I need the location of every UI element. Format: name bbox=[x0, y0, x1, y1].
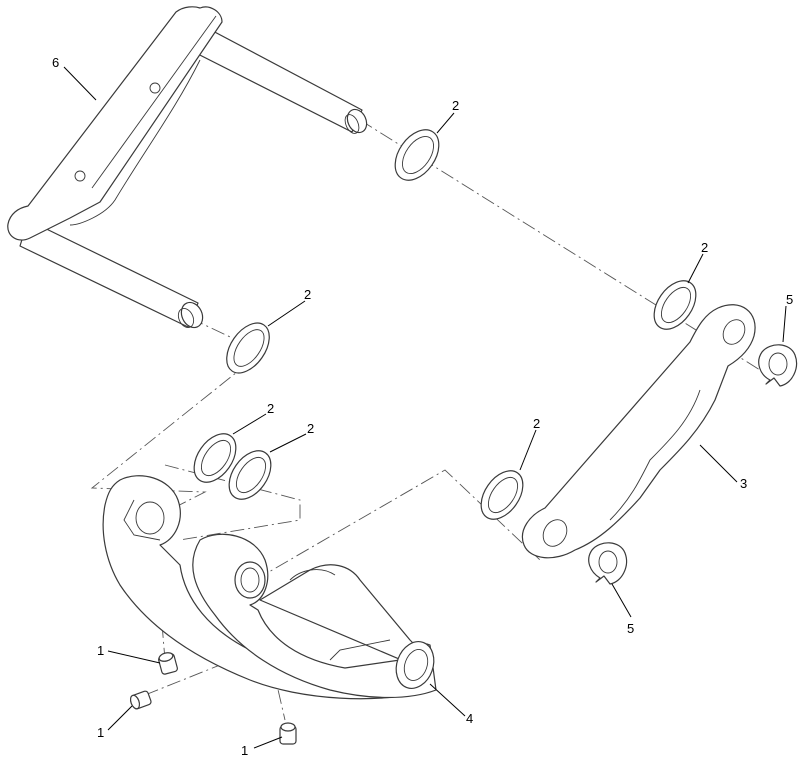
callout-2: 2 bbox=[452, 98, 459, 113]
callout-2: 2 bbox=[701, 240, 708, 255]
washer-right-upper bbox=[653, 280, 697, 330]
callout-2: 2 bbox=[267, 401, 274, 416]
callout-5: 5 bbox=[786, 292, 793, 307]
ring-upper bbox=[758, 344, 798, 387]
part-1-grease-fittings bbox=[129, 652, 297, 745]
callout-1: 1 bbox=[241, 743, 248, 758]
washer-mid-left bbox=[193, 433, 237, 483]
washer-upper bbox=[394, 129, 440, 181]
callout-6: 6 bbox=[52, 55, 59, 70]
callout-1: 1 bbox=[97, 725, 104, 740]
callout-2: 2 bbox=[304, 287, 311, 302]
leader-lines bbox=[63, 66, 787, 749]
part-5-retaining-rings bbox=[588, 344, 798, 585]
part-2-washers bbox=[193, 129, 697, 520]
callout-1: 1 bbox=[97, 643, 104, 658]
grease-fitting-b bbox=[129, 690, 152, 710]
ring-lower bbox=[588, 542, 628, 585]
washer-lower-right bbox=[480, 470, 524, 520]
part-6-pivot-frame bbox=[7, 6, 368, 329]
callout-4: 4 bbox=[466, 711, 473, 726]
callout-2: 2 bbox=[307, 421, 314, 436]
callout-2: 2 bbox=[533, 416, 540, 431]
part-3-link-arm bbox=[521, 304, 756, 559]
callout-labels: 6 2 2 2 2 2 2 5 3 5 1 1 1 4 bbox=[52, 55, 793, 758]
washer-lower-shaft bbox=[226, 322, 270, 374]
callout-3: 3 bbox=[740, 476, 747, 491]
grease-fitting-c bbox=[279, 722, 297, 745]
washer-mid-right bbox=[228, 450, 272, 500]
callout-5: 5 bbox=[627, 621, 634, 636]
grease-fitting-a bbox=[158, 652, 178, 675]
part-4-yoke-housing bbox=[102, 475, 437, 700]
